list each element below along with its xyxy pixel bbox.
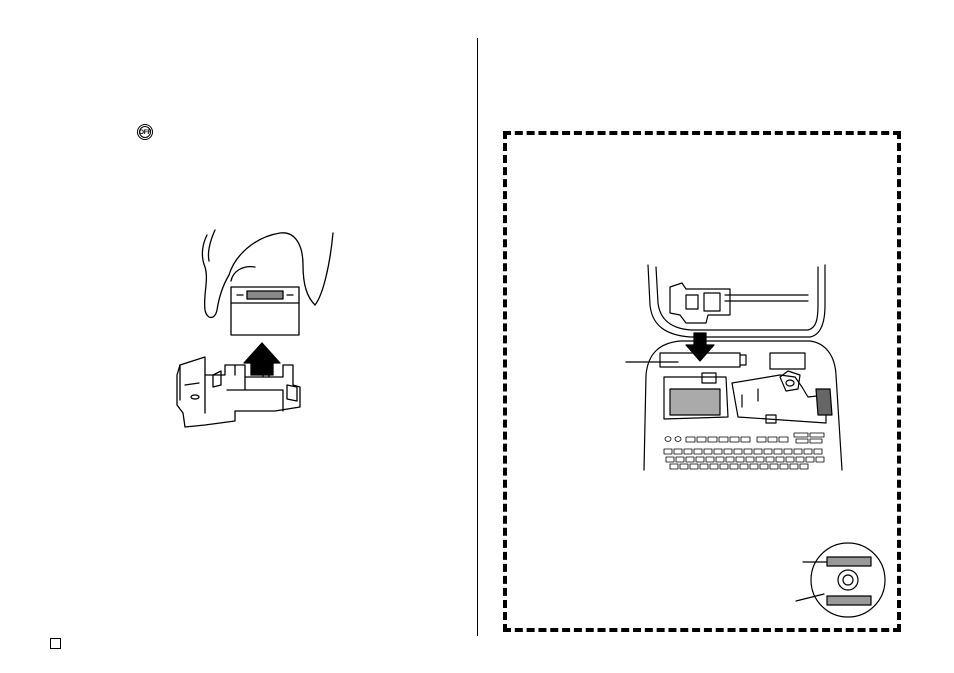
dashed-frame — [503, 131, 901, 632]
column-divider — [477, 38, 478, 636]
cd-disc-label-illustration — [795, 542, 886, 618]
ink-ribbon-removal-illustration — [176, 229, 334, 428]
page-number-box — [50, 638, 61, 649]
off-key-icon: OFF — [137, 124, 153, 140]
label-printer-ribbon-insert-illustration — [625, 264, 843, 471]
